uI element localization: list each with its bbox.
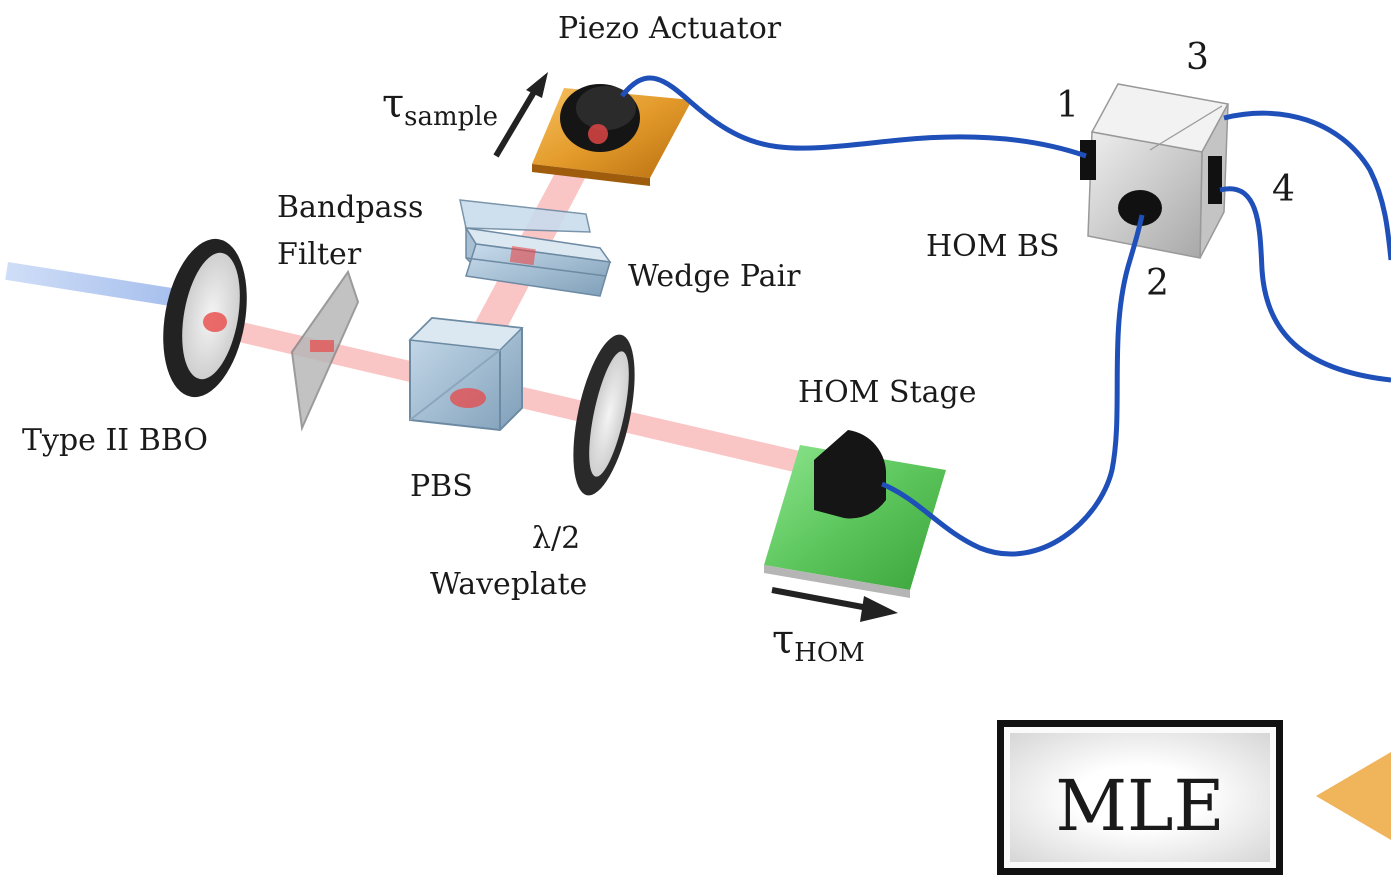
hom-stage-label: HOM Stage bbox=[798, 375, 977, 410]
port-2-label: 2 bbox=[1146, 263, 1169, 304]
port-3-label: 3 bbox=[1186, 37, 1209, 78]
tau-hom-label: τHOM bbox=[772, 620, 865, 666]
bandpass-filter bbox=[290, 269, 360, 432]
tau-hom-arrow bbox=[771, 587, 898, 622]
pbs-cube bbox=[408, 316, 524, 432]
tau-symbol: τ bbox=[382, 81, 405, 127]
tau-sample-arrow bbox=[493, 72, 548, 158]
wedge-pair-label: Wedge Pair bbox=[628, 259, 801, 294]
tau-symbol: τ bbox=[772, 617, 795, 663]
half-waveplate-label-line2: Waveplate bbox=[430, 567, 588, 602]
mle-box: MLE bbox=[997, 720, 1283, 875]
port-4-label: 4 bbox=[1272, 169, 1295, 210]
hom-bs-label: HOM BS bbox=[926, 229, 1060, 264]
tau-sample-label: τsample bbox=[382, 84, 498, 130]
arrow-to-mle bbox=[1316, 752, 1391, 840]
tau-sample-subscript: sample bbox=[404, 102, 498, 132]
half-waveplate bbox=[573, 334, 635, 496]
fiber-sample-arm bbox=[620, 75, 1087, 159]
bandpass-filter-label-line1: Bandpass bbox=[277, 190, 424, 225]
pbs-label: PBS bbox=[410, 469, 473, 504]
mle-label: MLE bbox=[1055, 765, 1225, 847]
pump-beam bbox=[5, 262, 206, 312]
fiber-output-4 bbox=[1219, 186, 1391, 383]
bandpass-filter-label-line2: Filter bbox=[277, 237, 362, 272]
tau-hom-subscript: HOM bbox=[794, 638, 865, 668]
piezo-actuator-label: Piezo Actuator bbox=[558, 11, 782, 46]
fiber-output-3 bbox=[1223, 110, 1391, 261]
mle-box-inner bbox=[1010, 733, 1270, 862]
wedge-pair bbox=[459, 199, 612, 297]
type-ii-bbo-label: Type II BBO bbox=[22, 423, 208, 458]
hom-stage bbox=[764, 430, 946, 598]
type-ii-bbo-crystal bbox=[163, 238, 247, 398]
piezo-actuator bbox=[532, 84, 692, 186]
hom-beam-splitter bbox=[1080, 83, 1230, 259]
half-waveplate-label-line1: λ/2 bbox=[532, 521, 581, 556]
port-1-label: 1 bbox=[1056, 85, 1079, 126]
fiber-hom-arm bbox=[881, 214, 1145, 557]
